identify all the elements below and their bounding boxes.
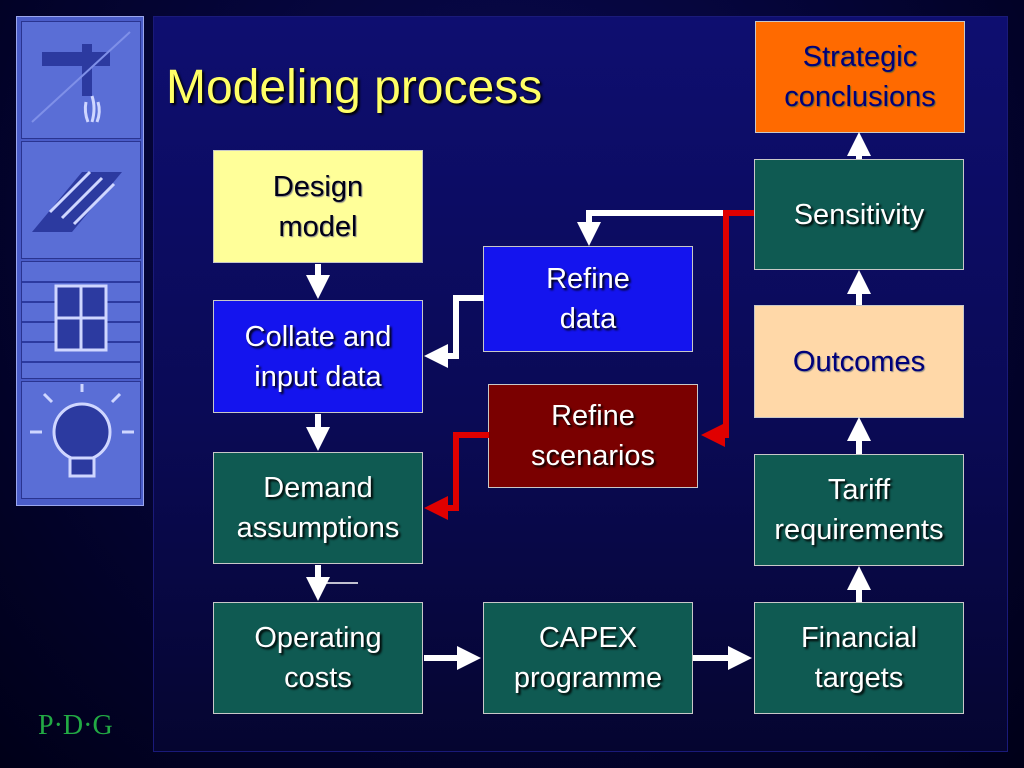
strategic-conclusions-box: Strategic conclusions [755,21,965,133]
refine-data-box: Refine data [483,246,693,352]
design-model-box: Design model [213,150,423,263]
tariff-requirements-box: Tariff requirements [754,454,964,566]
outcomes-box: Outcomes [754,305,964,418]
pipes-icon [21,141,141,259]
capex-programme-box: CAPEX programme [483,602,693,714]
collate-input-box: Collate and input data [213,300,423,413]
financial-targets-box: Financial targets [754,602,964,714]
water-tap-icon [21,21,141,139]
demand-assumptions-box: Demand assumptions [213,452,423,564]
page-title: Modeling process [166,61,543,114]
operating-costs-box: Operating costs [213,602,423,714]
light-bulb-icon [21,381,141,499]
refine-scenarios-box: Refine scenarios [488,384,698,488]
decorative-strip [16,16,144,506]
brick-wall-window-icon [21,261,141,379]
pdg-logo: P·D·G [38,710,113,741]
sensitivity-box: Sensitivity [754,159,964,270]
